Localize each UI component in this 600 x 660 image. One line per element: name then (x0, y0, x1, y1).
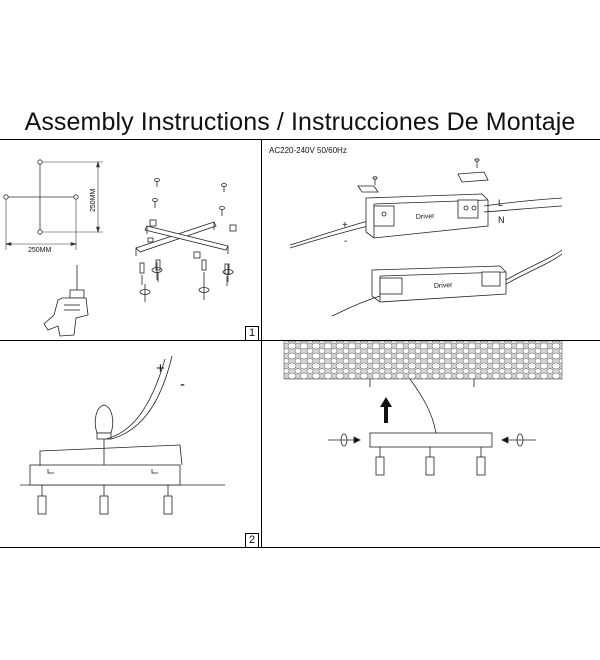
neutral-label: N (498, 215, 505, 225)
canopy-base (29, 464, 181, 486)
dimension-horizontal-label: 250MM (28, 247, 52, 254)
output-wire (483, 197, 563, 207)
power-cable (409, 378, 437, 434)
live-label: L (498, 198, 503, 208)
wire-connector-icon (94, 404, 114, 440)
driver-open (365, 193, 489, 239)
step-number-2: 2 (245, 533, 259, 548)
mounting-bracket-exploded (135, 178, 237, 259)
terminal-cover (357, 171, 489, 193)
drill-icon (43, 265, 89, 337)
screw-icon (372, 158, 480, 185)
dimension-vertical (42, 160, 103, 234)
panel-canopy-fixing (283, 341, 563, 476)
mounting-arm (39, 444, 183, 466)
side-screw-right-icon (501, 433, 536, 447)
supply-voltage-label: AC220-240V 50/60Hz (269, 146, 347, 155)
dimension-vertical-label: 250MM (90, 188, 97, 212)
base-screws (47, 469, 158, 474)
panel-ceiling-mounting: 250MM 250MM (3, 159, 237, 337)
supply-wire (110, 355, 173, 440)
screw-icon (221, 183, 227, 192)
canopy-base (369, 432, 493, 448)
plus-sign: + (156, 360, 165, 377)
up-arrow-icon (380, 397, 392, 423)
plus-sign: + (342, 220, 348, 231)
screw-icon (219, 206, 225, 216)
minus-sign: - (180, 376, 185, 393)
dimension-horizontal (4, 200, 78, 250)
screw-icon (154, 178, 160, 187)
driver-label-top: Driver (416, 213, 436, 221)
panel-driver-wiring: + - Driver L N Driver (289, 158, 563, 317)
side-screw-left-icon (328, 433, 361, 447)
screwdriver-rotation-icon (139, 262, 234, 302)
step-number-1: 1 (245, 326, 259, 341)
pendant-light (37, 485, 173, 515)
screw-icon (152, 198, 158, 208)
driver-cable (331, 295, 381, 317)
pendant-light (375, 447, 486, 476)
driver-closed (371, 265, 507, 303)
minus-sign: - (344, 236, 347, 247)
wall-plugs-and-screws (139, 259, 230, 286)
mounting-template-cross (3, 159, 79, 235)
panel-wire-connection: + - (20, 355, 225, 515)
decorative-ceiling-panel (283, 341, 563, 380)
driver-label-bottom: Driver (434, 282, 454, 290)
page-title: Assembly Instructions / Instrucciones De… (24, 108, 576, 136)
mains-cable (289, 219, 373, 246)
